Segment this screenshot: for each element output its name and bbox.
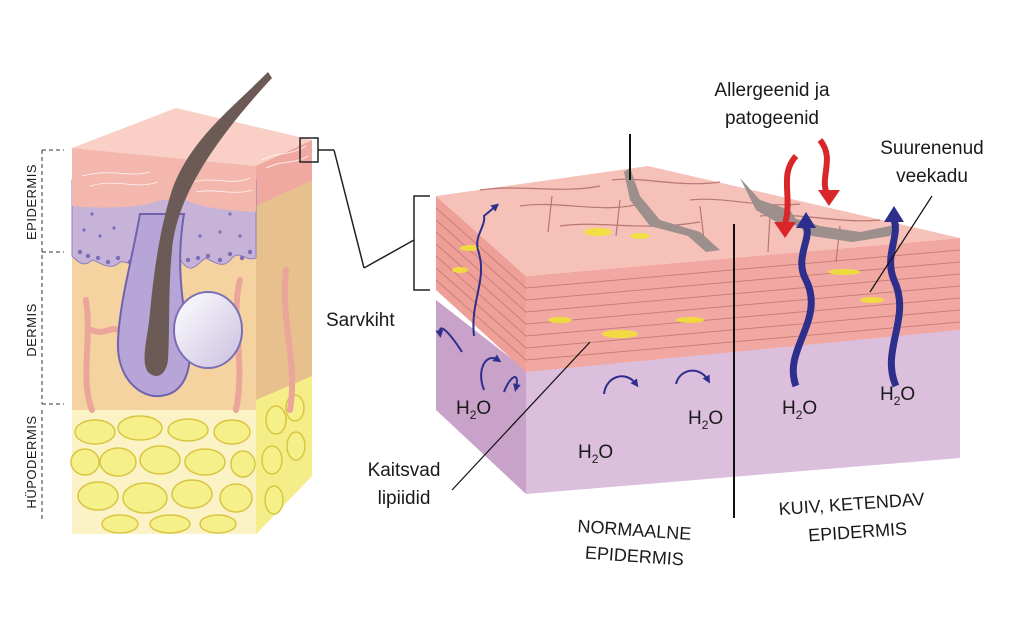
layer-brackets [41,149,64,520]
stratum-corneum-label: Sarvkiht [326,310,395,331]
water-loss-label-line2: veekadu [896,166,968,187]
water-labels: H2O H2O H2O H2O H2O [456,384,915,466]
allergens-label-line2: patogeenid [725,108,819,129]
hair-shaft [144,72,272,376]
lipids-label-line1: Kaitsvad [368,460,441,481]
water-loss-label-line1: Suurenenud [880,138,984,159]
allergens-label-line1: Allergeenid ja [714,80,830,101]
block-front-purple [436,300,526,494]
sebaceous-gland [173,291,243,369]
normal-epidermis-line2: EPIDERMIS [584,543,684,570]
epidermis-block [435,134,961,518]
allergen-arrows [774,138,840,238]
fat-cells [70,394,306,534]
water-label: H2O [578,442,613,466]
corneum-top [436,166,960,276]
block-top-face [72,108,312,166]
block-side-epidermis [256,140,312,206]
normal-epidermis-line1: NORMAALNE [577,516,692,544]
water-escape-arrows [789,218,904,388]
skin-cross-section: EPIDERMIS DERMIS HÜPODERMIS [24,72,319,534]
dermis-layer-label: DERMIS [24,303,39,357]
hypodermis-layer-label: HÜPODERMIS [24,415,39,508]
dry-epidermis-line2: EPIDERMIS [807,519,907,546]
lipids-label-line2: lipiidid [378,488,431,509]
water-retain-arrows [435,203,710,395]
basal-cells [77,212,253,265]
epidermis-layer-label: EPIDERMIS [24,164,39,240]
zoom-connector [318,149,430,291]
lipid-layers [452,228,884,338]
water-label: H2O [782,398,817,422]
stratum-corneum-band [72,148,256,212]
water-escape-arrowheads [796,206,904,228]
block-side-purple [526,330,960,494]
lipids-callout-line [451,341,591,491]
water-label: H2O [880,384,915,408]
corneum-fibers [81,145,309,193]
water-label: H2O [456,398,491,422]
water-loss-callout-line [869,195,933,293]
dry-epidermis-line1: KUIV, KETENDAV [778,489,925,519]
water-label: H2O [688,408,723,432]
